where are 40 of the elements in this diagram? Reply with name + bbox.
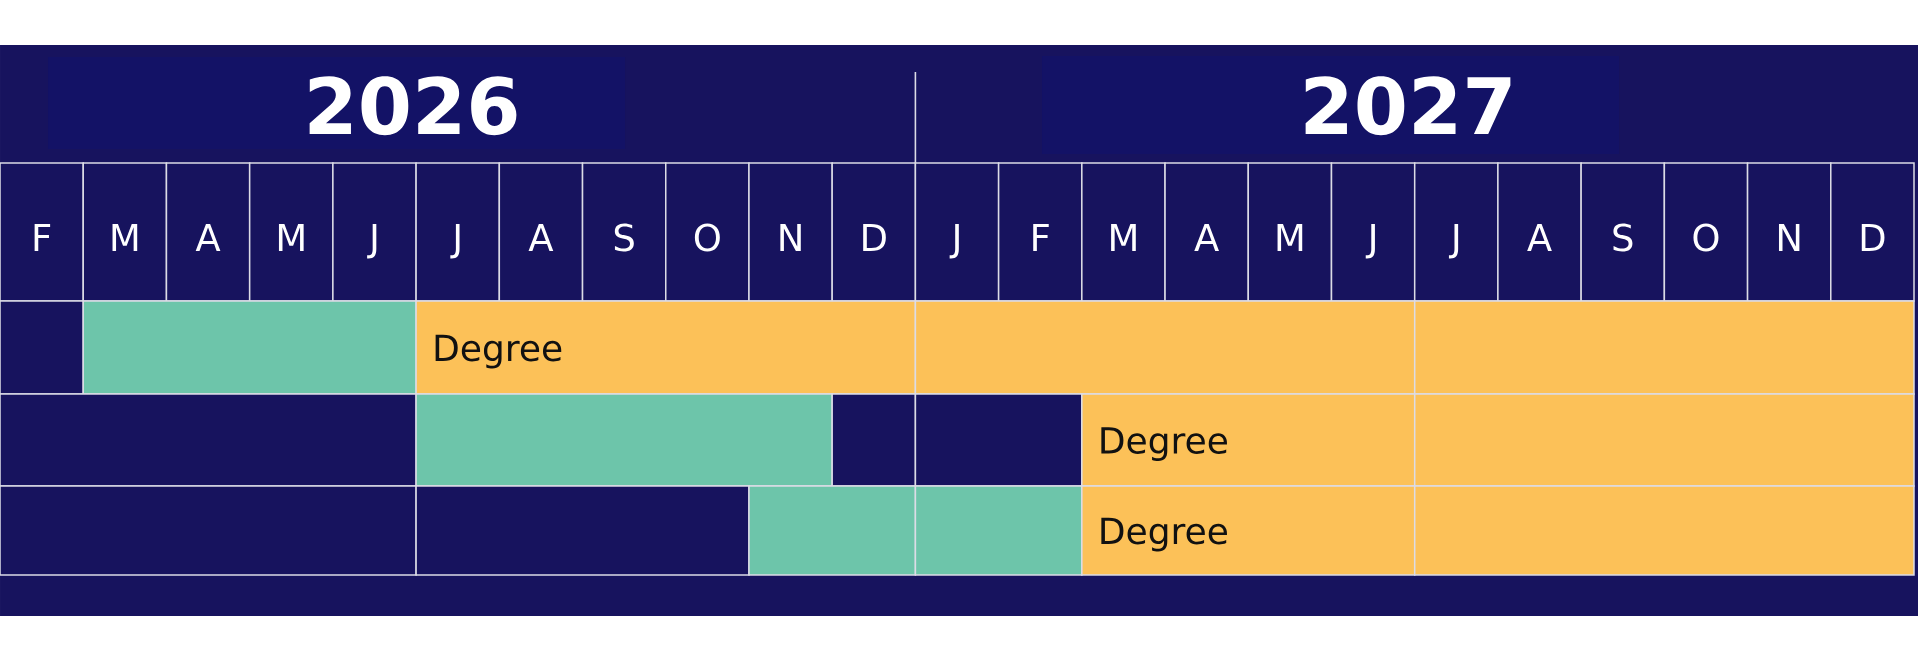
month-cell: M <box>248 162 334 302</box>
month-cell: J <box>1413 162 1499 302</box>
month-cell: S <box>581 162 667 302</box>
timeline-bar <box>415 485 750 576</box>
month-cell: F <box>0 162 84 302</box>
month-cell: F <box>997 162 1083 302</box>
month-cell: O <box>665 162 750 302</box>
month-cell: J <box>415 162 501 302</box>
month-cell: O <box>1663 162 1749 302</box>
timeline-bar: Degree <box>1081 485 1416 576</box>
timeline-bar <box>82 300 417 395</box>
month-cell: S <box>1580 162 1666 302</box>
month-cell: J <box>1330 162 1416 302</box>
month-cell: M <box>1081 162 1166 302</box>
month-cell: A <box>498 162 584 302</box>
month-cell: D <box>1830 162 1915 302</box>
month-cell: M <box>1247 162 1333 302</box>
month-cell: N <box>1746 162 1832 302</box>
month-cell: A <box>165 162 251 302</box>
timeline-bar <box>831 393 917 487</box>
year-header: 2027 <box>1042 56 1619 154</box>
timeline-bar <box>1413 485 1915 576</box>
timeline-bar <box>914 300 1416 395</box>
timeline-bar: Degree <box>415 300 917 395</box>
month-cell: D <box>831 162 917 302</box>
month-cell: J <box>332 162 417 302</box>
month-cell: A <box>1164 162 1249 302</box>
timeline-bar <box>1413 300 1915 395</box>
month-cell: N <box>748 162 833 302</box>
month-cell: M <box>82 162 168 302</box>
timeline-bar: Degree <box>1081 393 1416 487</box>
year-header: 2026 <box>48 57 625 149</box>
month-cell: A <box>1497 162 1582 302</box>
timeline-bar <box>1413 393 1915 487</box>
month-cell: J <box>914 162 1000 302</box>
timeline-bar <box>0 485 417 576</box>
timeline-bar <box>0 300 84 395</box>
timeline-bar <box>914 393 1083 487</box>
timeline-bar <box>748 485 917 576</box>
timeline-bar <box>914 485 1083 576</box>
